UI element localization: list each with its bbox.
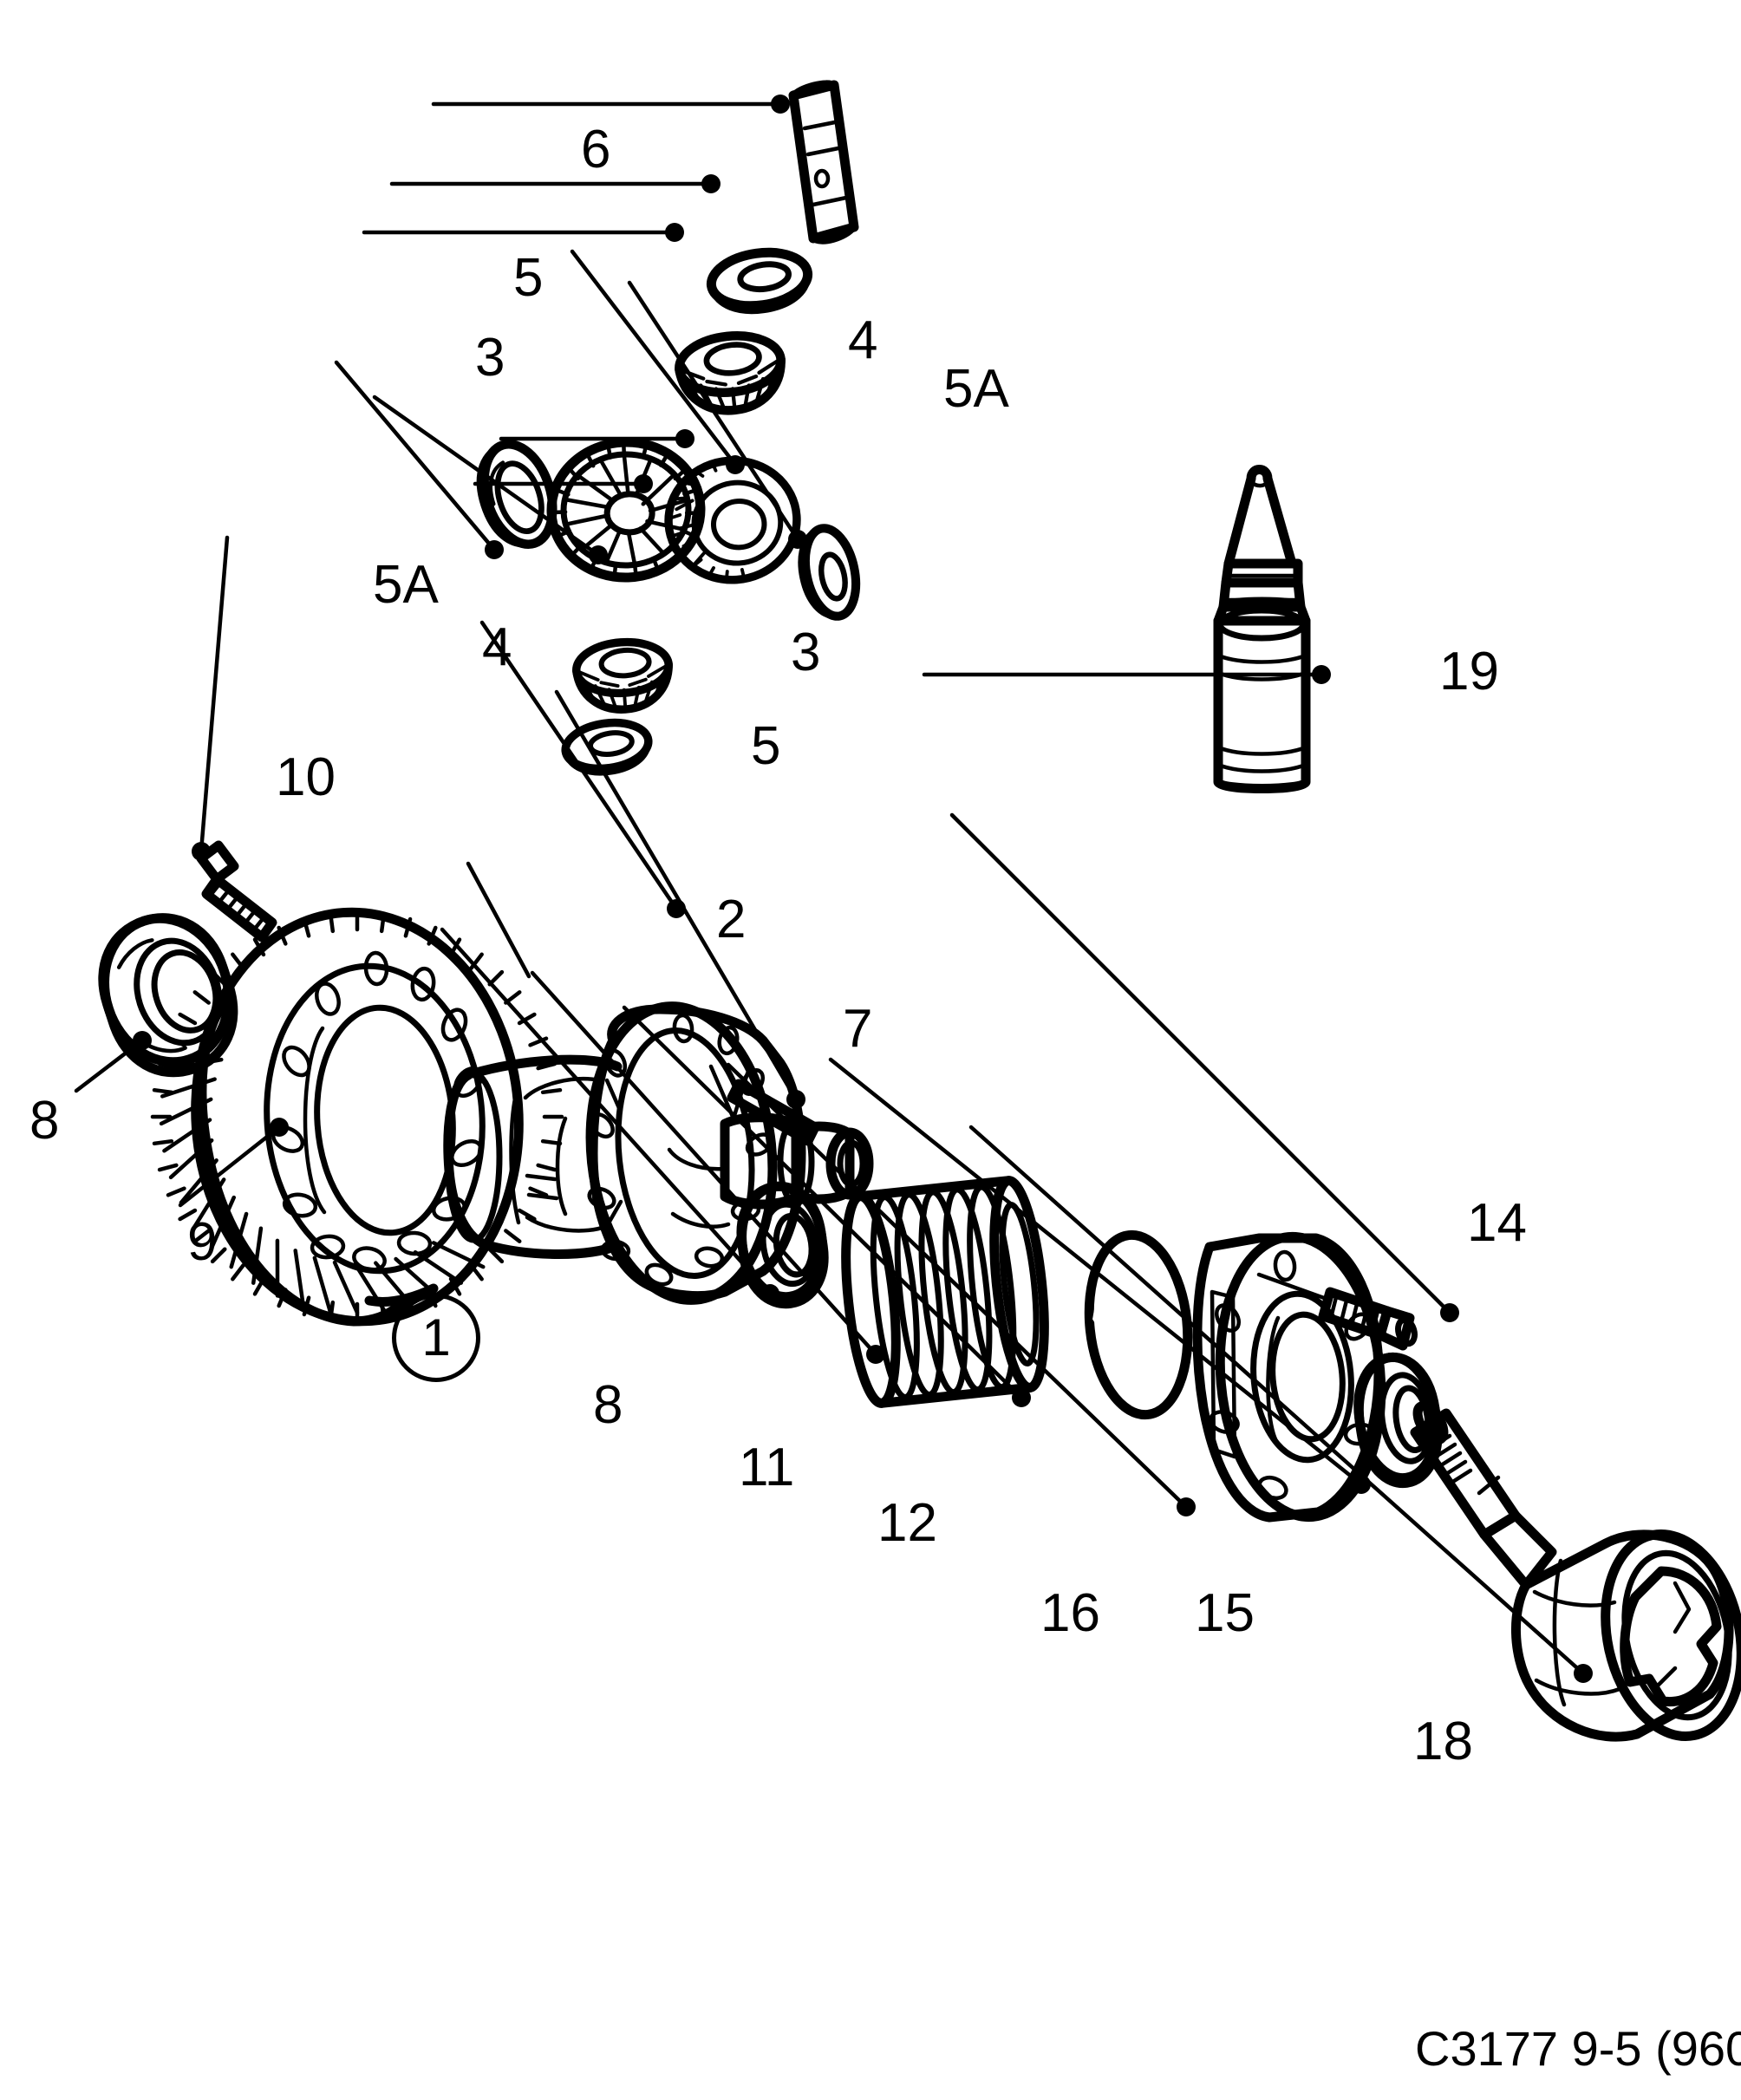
callout-label-10[interactable]: 10 (276, 747, 336, 807)
leader-19 (922, 665, 1331, 684)
leader-15 (828, 1057, 1371, 1494)
leader-7 (554, 689, 805, 1109)
leader-3-bottom (499, 429, 694, 448)
part-bellows-sleeve (841, 1176, 1049, 1408)
callout-label-19[interactable]: 19 (1439, 642, 1499, 701)
callout-label-8-left[interactable]: 8 (29, 1091, 60, 1151)
leader-5-bottom (473, 474, 653, 493)
leader-4-top-right (570, 249, 745, 474)
leader-8-right (440, 927, 779, 1303)
callout-label-18[interactable]: 18 (1413, 1712, 1473, 1771)
leader-16 (726, 1062, 1196, 1516)
callout-label-16[interactable]: 16 (1040, 1583, 1100, 1643)
callout-label-4-bottom-left[interactable]: 4 (482, 617, 512, 677)
leader-9 (178, 1118, 289, 1208)
part-ring-gear-bolt (196, 840, 277, 942)
leader-4-bottom-left (372, 395, 608, 564)
part-cv-joint (1410, 1400, 1741, 1742)
callout-label-5-top[interactable]: 5 (513, 248, 544, 308)
callout-label-6[interactable]: 6 (581, 120, 611, 179)
diagram-caption: C3177 9-5 (9600) (1415, 2021, 1741, 2076)
leader-5-top (389, 174, 721, 193)
callout-label-5A-right[interactable]: 5A (943, 359, 1009, 419)
callout-label-3-top[interactable]: 3 (475, 328, 505, 388)
leader-5A-right (627, 280, 807, 549)
callout-label-8-right[interactable]: 8 (593, 1375, 623, 1435)
leader-11 (530, 970, 885, 1364)
callout-label-5-bottom[interactable]: 5 (751, 716, 781, 776)
leader-5A-left (334, 360, 504, 559)
leader-14 (949, 812, 1459, 1322)
callout-label-7[interactable]: 7 (843, 999, 873, 1059)
leader-1 (466, 861, 531, 979)
leader-18 (968, 1125, 1593, 1683)
callout-label-2[interactable]: 2 (716, 890, 747, 949)
callout-label-11[interactable]: 11 (739, 1438, 795, 1497)
leader-6 (431, 95, 790, 114)
callout-label-4-top-right[interactable]: 4 (848, 310, 878, 370)
part-flange-bolt (1256, 1272, 1418, 1351)
callout-label-1[interactable]: 1 (392, 1294, 480, 1382)
part-bearing-left (98, 913, 238, 1078)
leader-8-left (74, 1031, 152, 1093)
leader-12 (622, 1005, 1031, 1407)
callout-label-9[interactable]: 9 (187, 1212, 218, 1272)
callout-label-5A-left[interactable]: 5A (373, 555, 439, 615)
leader-3-top (362, 223, 684, 242)
callout-label-3-bottom[interactable]: 3 (791, 623, 821, 682)
callout-label-15[interactable]: 15 (1195, 1583, 1255, 1643)
part-pinion-shaft (788, 80, 859, 245)
callout-label-12[interactable]: 12 (877, 1493, 937, 1553)
part-sealant-bottle (1213, 465, 1311, 793)
leader-10 (192, 535, 230, 861)
callout-label-14[interactable]: 14 (1467, 1193, 1527, 1253)
leader-2 (479, 620, 686, 918)
